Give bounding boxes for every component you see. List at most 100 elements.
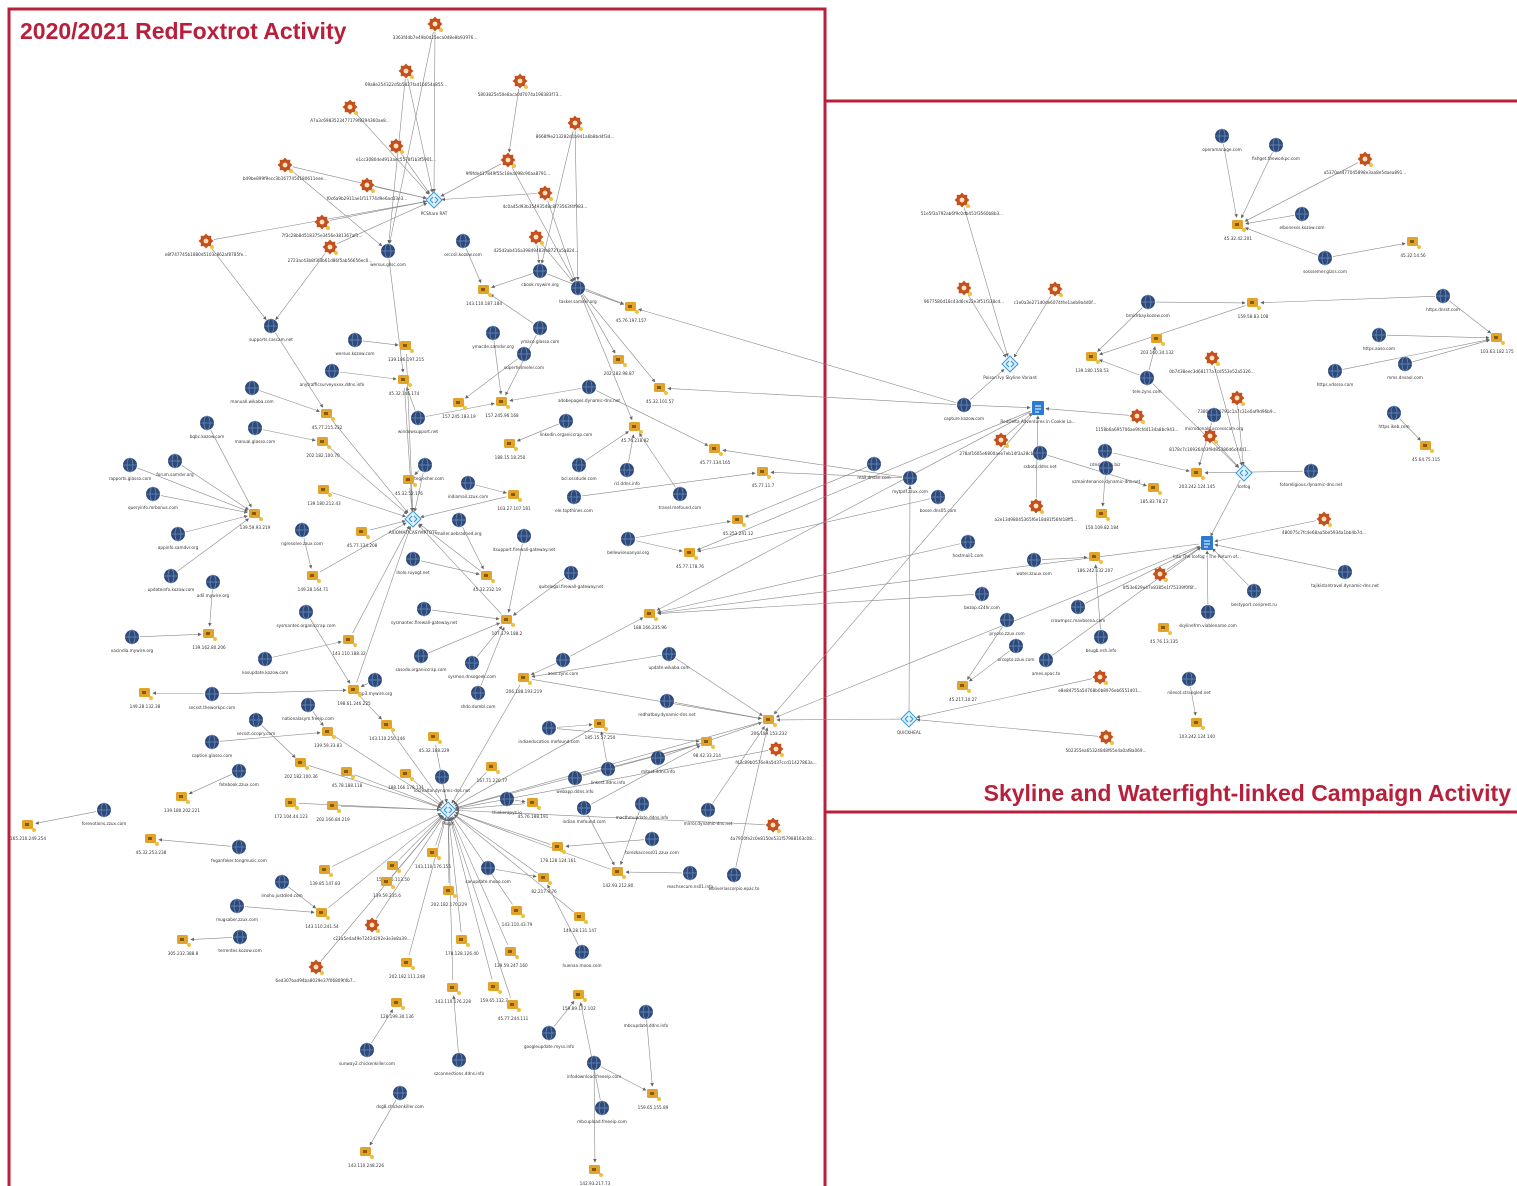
graph-node-domain[interactable]: itsupport.firewall-gateway.net <box>493 528 556 552</box>
graph-node-ip[interactable]: 139.59.235.6 <box>373 877 401 898</box>
graph-node-report[interactable]: Into The Icefog - The Return of... <box>1173 536 1241 559</box>
graph-node-ip[interactable]: 45.32.52.176 <box>395 475 423 496</box>
graph-node-domain[interactable]: woliveriascorpio.epac.to <box>709 867 760 891</box>
graph-node-malware[interactable]: AXIOMATICASYMPTOTE <box>389 510 438 535</box>
graph-node-domain[interactable]: manual.glasso.com <box>235 420 276 444</box>
graph-node-hash[interactable]: 9f9fde417849f55c18ea098c90aa8791... <box>466 152 550 177</box>
graph-node-ip[interactable]: 45.32.232.19 <box>473 571 501 592</box>
graph-node-ip[interactable]: 143.110.176.228 <box>435 983 471 1004</box>
graph-node-domain[interactable]: ngresolve.zzux.com <box>281 522 323 546</box>
graph-node-ip[interactable]: 159.58.83.108 <box>1238 298 1269 319</box>
graph-node-ip[interactable]: 139.85.147.83 <box>310 865 341 886</box>
graph-node-ip[interactable]: 188.166.235.96 <box>633 609 667 630</box>
graph-node-domain[interactable]: bezop.s24hr.com <box>964 586 1000 610</box>
graph-node-domain[interactable]: orccsil.kozow.com <box>444 233 482 257</box>
graph-node-hash[interactable]: 0b7438eec3d68177a7cd553e52a5326... <box>1169 350 1255 375</box>
graph-node-ip[interactable]: 45.77.134.165 <box>700 444 731 465</box>
graph-node-domain[interactable]: indian.mefound.com <box>562 800 606 824</box>
graph-node-domain[interactable]: redhatboy.dynamic-dns.net <box>638 693 696 717</box>
graph-node-domain[interactable]: nosupdate.kozow.com <box>242 651 288 675</box>
graph-node-domain[interactable]: szconnections.ddns.info <box>434 1052 485 1076</box>
graph-node-ip[interactable]: 150.109.82.184 <box>1085 509 1119 530</box>
graph-node-domain[interactable]: elbonesss.kozow.com <box>1280 206 1325 230</box>
graph-node-ip[interactable]: 159.89.172.102 <box>562 990 596 1011</box>
graph-node-domain[interactable]: bcl.ossdude.com <box>561 457 597 481</box>
graph-node-ip[interactable]: 185.83.78.27 <box>1140 483 1168 504</box>
graph-node-domain[interactable]: fishget.theworkpc.com <box>1252 137 1300 161</box>
graph-node-domain[interactable]: webapp.ddns.info <box>556 770 594 794</box>
graph-node-domain[interactable]: mailer.aebradned.org <box>436 512 482 536</box>
graph-node-ip[interactable]: 172.104.44.123 <box>274 798 308 819</box>
graph-node-ip[interactable]: 159.65.132.7 <box>480 982 508 1003</box>
graph-node-ip[interactable]: 305.232.388.8 <box>168 935 199 956</box>
graph-node-domain[interactable]: water.zzuux.com <box>1016 552 1052 576</box>
graph-node-domain[interactable]: googleupdate.myss.info <box>524 1025 575 1049</box>
graph-node-domain[interactable]: orcopto.zzux.com <box>998 638 1035 662</box>
graph-node-domain[interactable]: ymaco.glasso.com <box>521 320 560 344</box>
graph-node-domain[interactable]: fotoreligious.dynamic-dns.net <box>1280 463 1343 487</box>
graph-node-ip[interactable]: 186.242.132.207 <box>1077 552 1113 573</box>
graph-node-hash[interactable]: c21a5e4a49e7242d292e3e3e8a39... <box>333 917 411 942</box>
graph-node-domain[interactable]: mbcupload.freeeip.com <box>577 1100 627 1124</box>
graph-node-hash[interactable]: 2723ac43b8f3f3b61d86f5ab56656ec0... <box>288 239 373 264</box>
graph-node-ip[interactable]: 202.182.98.87 <box>604 355 635 376</box>
graph-node-domain[interactable]: tajikistantravel.dynamic-dns.net <box>1311 564 1379 588</box>
graph-node-domain[interactable]: queryinfo.mrbonus.com <box>128 486 178 510</box>
graph-node-ip[interactable]: 45.32.101.57 <box>646 383 674 404</box>
graph-node-ip[interactable]: 45.32.42.201 <box>1224 220 1252 241</box>
graph-node-domain[interactable]: mail.dnsan.com <box>857 456 891 480</box>
graph-node-hash[interactable]: f0c6a9b2911ae1f11774d9e6ad13e3... <box>327 177 408 202</box>
graph-node-ip[interactable]: 45.32.168.229 <box>419 732 450 753</box>
graph-node-hash[interactable]: 8668f9e213282d1b941a6b8bd4f3d... <box>536 115 615 140</box>
graph-node-domain[interactable]: bsugb.nsh.info <box>1086 629 1117 653</box>
graph-node-hash[interactable]: a2e13d98045365f6e18d81f56fd18ff5... <box>995 498 1078 523</box>
graph-node-ip[interactable]: 107.179.188.2 <box>492 615 523 636</box>
graph-node-ip[interactable]: 203.242.124.145 <box>1179 468 1215 489</box>
graph-node-domain[interactable]: nationalasym.freeip.com <box>282 697 334 721</box>
graph-node-domain[interactable]: ames.epac.to <box>1032 652 1061 676</box>
graph-node-domain[interactable]: appinfo.samdvr.org <box>158 526 199 550</box>
graph-node-ip[interactable]: 202.166.84.219 <box>316 801 350 822</box>
graph-node-hash[interactable]: A7a3c6983523477179f8294360ae8... <box>310 99 390 124</box>
graph-node-ip[interactable]: 142.93.217.73 <box>580 1165 611 1186</box>
graph-node-ip[interactable]: 139.162.80.206 <box>192 629 226 650</box>
graph-node-domain[interactable]: secsst.ocopry.com <box>237 712 275 736</box>
graph-node-ip[interactable]: 202.182.100.70 <box>306 437 340 458</box>
graph-node-hash[interactable]: 3363f4db7e49b0d25eca0d8e8b93976... <box>393 16 478 41</box>
graph-node-ip[interactable]: 45.78.188.118 <box>332 767 363 788</box>
graph-node-domain[interactable]: tele.zyns.com <box>1132 370 1162 394</box>
graph-node-ip[interactable]: 142.93.212.80 <box>603 867 634 888</box>
graph-node-malware[interactable]: Poison Ivy Skyline Variant <box>983 355 1037 380</box>
graph-node-hash[interactable]: 69a8e254322d5b5827fad16654a855... <box>365 63 447 88</box>
graph-node-ip[interactable]: 157.245.113.50 <box>376 861 410 882</box>
graph-node-ip[interactable]: 188.15.18.250 <box>495 439 526 460</box>
graph-node-domain[interactable]: sysmantec.firewall-gateway.net <box>391 601 458 625</box>
graph-node-ip[interactable]: 167.71.220.77 <box>477 762 508 783</box>
graph-node-domain[interactable]: quitelegal.firewall-gateway.net <box>539 565 604 589</box>
graph-node-ip[interactable]: 157.245.96.168 <box>485 397 519 418</box>
graph-node-ip[interactable]: 103.242.124.140 <box>1179 718 1215 739</box>
graph-node-ip[interactable]: 45.77.244.111 <box>498 1000 529 1021</box>
graph-node-domain[interactable]: torezkaccess01.zzux.com <box>625 831 679 855</box>
graph-node-domain[interactable]: macthmupdate.ddns.info <box>616 796 669 820</box>
graph-node-domain[interactable]: https.dnsst.com <box>1426 288 1460 312</box>
graph-node-domain[interactable]: skylinefrm.viablename.com <box>1179 604 1237 628</box>
graph-node-domain[interactable]: operamanage.com <box>1202 128 1242 152</box>
graph-node-domain[interactable]: cbook.mywire.org <box>521 263 559 287</box>
graph-node-domain[interactable]: adobepages.dynamic-dns.net <box>558 379 620 403</box>
graph-node-domain[interactable]: indiamail.zzux.com <box>448 475 488 499</box>
graph-node-domain[interactable]: https.ikeb.com <box>1378 405 1410 429</box>
graph-node-domain[interactable]: mytpdf.zzux.com <box>892 470 928 494</box>
graph-node-ip[interactable]: 103.63.182.175 <box>1480 333 1514 354</box>
graph-node-ip[interactable]: 45.77.11.7 <box>752 467 775 488</box>
graph-node-domain[interactable]: indiaeducation.mefound.com <box>518 720 580 744</box>
graph-node-domain[interactable]: nilesot.strangled.net <box>1167 671 1211 695</box>
graph-node-report[interactable]: RedDelta Adventures in Cookie La... <box>1000 401 1076 424</box>
graph-node-domain[interactable]: infodownload.freeeip.com <box>567 1055 621 1079</box>
graph-node-ip[interactable]: 165.210.249.254 <box>10 820 46 841</box>
graph-node-hash[interactable]: 6ed307bad94ba8029e37f06809f4b7... <box>275 959 357 984</box>
graph-node-ip[interactable]: 139.180.202.221 <box>164 792 200 813</box>
graph-node-ip[interactable]: 45.253.241.12 <box>723 515 754 536</box>
graph-node-hash[interactable]: 7f3c28b8d518375e3456e381367af1... <box>282 214 363 239</box>
graph-node-domain[interactable]: adil.mywire.org <box>197 574 230 598</box>
